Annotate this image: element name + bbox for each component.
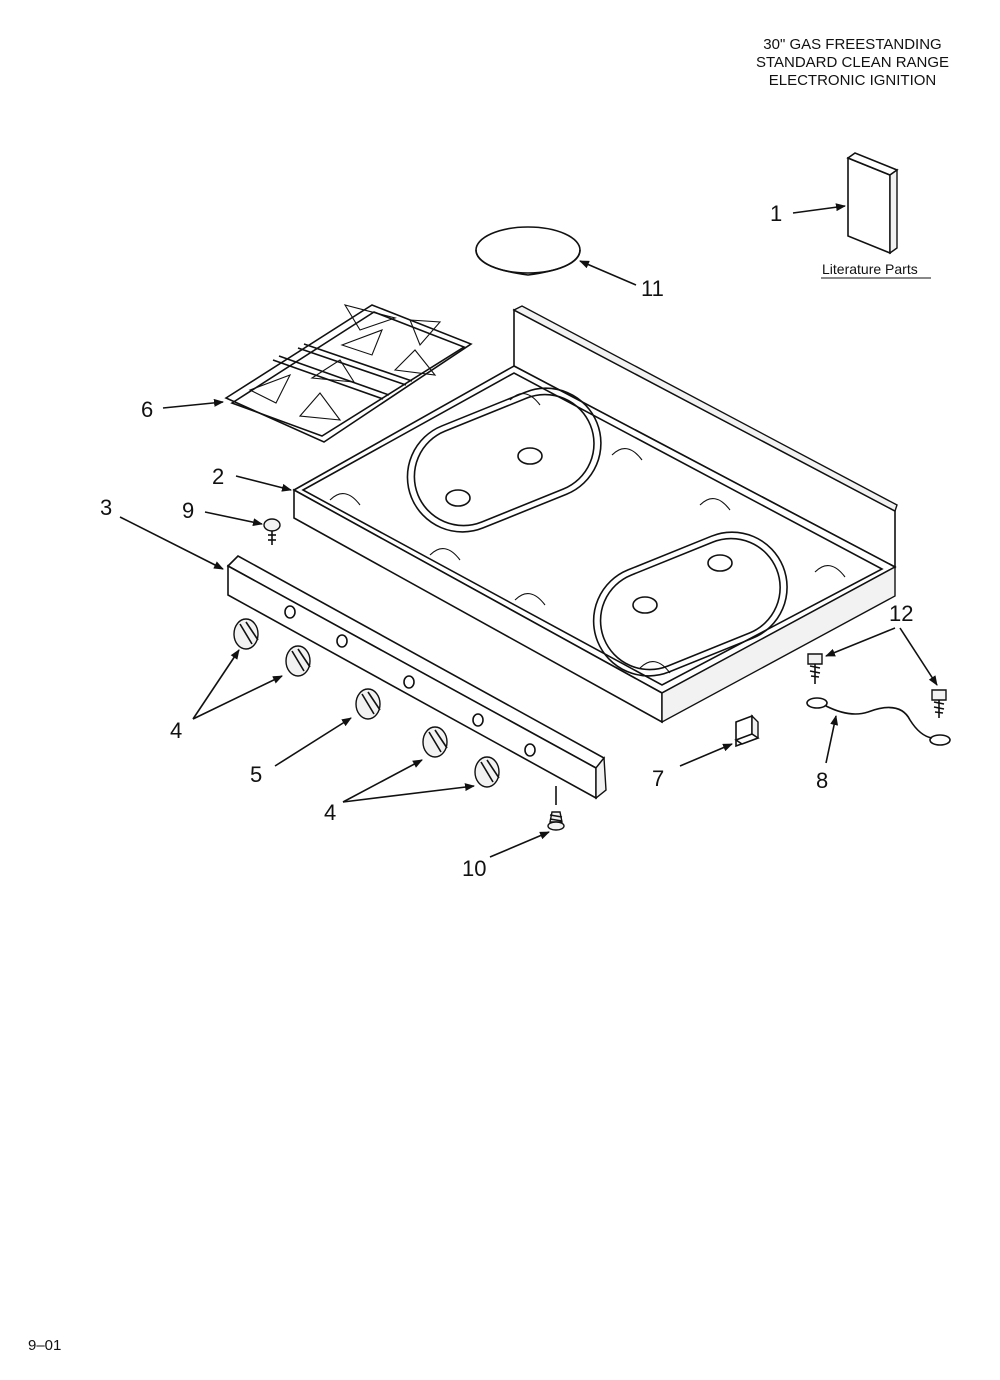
- callout-10: 10: [462, 856, 486, 881]
- burner-knob-4: [422, 726, 448, 758]
- ground-screw-right: [931, 689, 947, 718]
- callout-12: 12: [889, 601, 913, 626]
- burner-knob-1: [233, 618, 259, 650]
- ground-wire: [806, 697, 951, 746]
- leader-lines: [119, 203, 938, 858]
- burner-grate: [224, 304, 473, 443]
- cooktop-pin: [263, 518, 281, 545]
- callout-2: 2: [212, 464, 224, 489]
- mounting-clip: [734, 714, 760, 748]
- callout-9: 9: [182, 498, 194, 523]
- cooktop: [292, 305, 898, 724]
- title-line-1: 30" GAS FREESTANDING: [763, 36, 942, 53]
- callout-6: 6: [141, 397, 153, 422]
- manifold-panel: [226, 555, 607, 800]
- panel-screw: [547, 786, 565, 831]
- burner-knob-2: [285, 645, 311, 677]
- literature-parts-label: Literature Parts: [822, 261, 918, 277]
- burner-knob-5: [474, 756, 500, 788]
- callout-7: 7: [652, 766, 664, 791]
- burner-knob-3: [355, 688, 381, 720]
- callout-4-left: 4: [170, 718, 182, 743]
- burner-cap: [475, 226, 581, 276]
- title-line-3: ELECTRONIC IGNITION: [768, 72, 937, 89]
- diagram-title: 30" GAS FREESTANDING STANDARD CLEAN RANG…: [730, 36, 975, 90]
- literature-booklet: [846, 152, 899, 255]
- date-code: 9–01: [28, 1337, 62, 1354]
- callout-11: 11: [641, 276, 664, 301]
- title-line-2: STANDARD CLEAN RANGE: [755, 54, 950, 71]
- callout-1: 1: [770, 201, 782, 226]
- callout-8: 8: [816, 768, 828, 793]
- callout-5: 5: [250, 762, 262, 787]
- ground-screw-left: [807, 653, 823, 684]
- callout-4-bottom: 4: [324, 800, 336, 825]
- callout-3: 3: [100, 495, 112, 520]
